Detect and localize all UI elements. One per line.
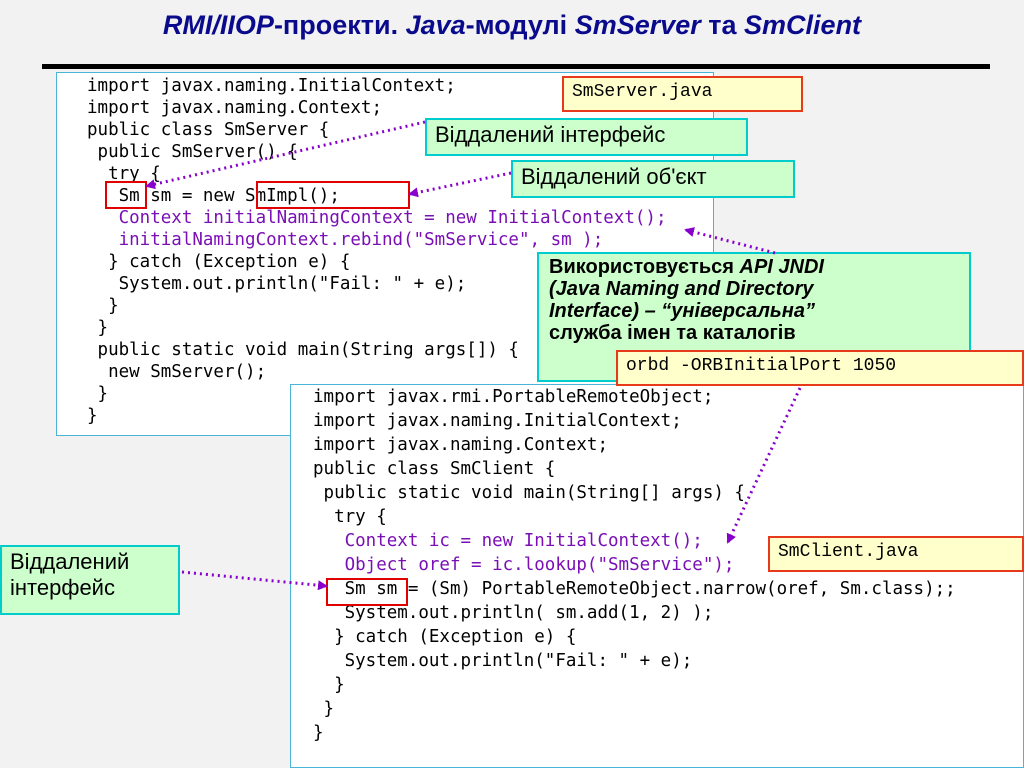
server-line-3: public class SmServer { [87, 120, 330, 140]
client-line-9: Sm sm = (Sm) PortableRemoteObject.narrow… [313, 579, 956, 599]
server-line-12: } [87, 318, 109, 338]
client-line-14: } [313, 699, 335, 719]
highlight-sm-sm-client [326, 578, 408, 606]
client-line-13: } [313, 675, 345, 695]
client-line-6: try { [313, 507, 387, 527]
client-line-2: import javax.naming.InitialContext; [313, 411, 682, 431]
jndi-text-uses: Використовується [549, 256, 740, 278]
smserver-filename-label: SmServer.java [562, 76, 803, 112]
client-line-8: Object oref = ic.lookup("SmService"); [313, 555, 735, 575]
client-line-10: System.out.println( sm.add(1, 2) ); [313, 603, 714, 623]
client-line-7: Context ic = new InitialContext(); [313, 531, 703, 551]
title-projects: -проекти. [273, 10, 406, 40]
remote-object-label: Віддалений об'єкт [511, 160, 795, 198]
server-line-10: System.out.println("Fail: " + e); [87, 274, 467, 294]
client-line-3: import javax.naming.Context; [313, 435, 609, 455]
jndi-text-line-1: Використовується API JNDI [549, 256, 959, 278]
client-line-4: public class SmClient { [313, 459, 556, 479]
client-line-11: } catch (Exception e) { [313, 627, 577, 647]
client-line-15: } [313, 723, 324, 743]
orbd-command-label: orbd -ORBInitialPort 1050 [616, 350, 1024, 386]
slide-title: RMI/IIOP-проекти. Java-модулі SmServer т… [0, 10, 1024, 41]
jndi-text-line-4: служба імен та каталогів [549, 322, 796, 344]
jndi-text-api: API JNDI [739, 256, 824, 278]
server-line-4: public SmServer() { [87, 142, 298, 162]
server-line-16: } [87, 406, 98, 426]
remote-interface-left-line-2: інтерфейс [10, 575, 115, 600]
server-line-8: initialNamingContext.rebind("SmService",… [87, 230, 604, 250]
title-rmi-iiop: RMI/IIOP [162, 10, 274, 40]
server-line-1: import javax.naming.InitialContext; [87, 76, 456, 96]
title-divider [42, 64, 990, 69]
smclient-filename-label: SmClient.java [768, 536, 1024, 572]
highlight-smimpl-server [256, 181, 410, 209]
title-smclient: SmClient [744, 10, 862, 40]
jndi-text-line-3: Interface) – “універсальна” [549, 300, 815, 322]
remote-interface-left-line-1: Віддалений [10, 549, 130, 574]
remote-interface-label-top: Віддалений інтерфейс [425, 118, 748, 156]
client-line-5: public static void main(String[] args) { [313, 483, 745, 503]
highlight-sm-type-server [105, 181, 147, 209]
server-line-13: public static void main(String args[]) { [87, 340, 519, 360]
client-line-12: System.out.println("Fail: " + e); [313, 651, 693, 671]
server-line-15: } [87, 384, 109, 404]
jndi-text-line-2: (Java Naming and Directory [549, 278, 814, 300]
server-line-2: import javax.naming.Context; [87, 98, 383, 118]
server-line-14: new SmServer(); [87, 362, 267, 382]
client-line-1: import javax.rmi.PortableRemoteObject; [313, 387, 714, 407]
title-java: Java [405, 10, 466, 40]
server-line-7: Context initialNamingContext = new Initi… [87, 208, 667, 228]
title-modules: -модулі [465, 10, 575, 40]
server-line-6: Sm sm = new SmImpl(); [87, 186, 340, 206]
title-and: та [700, 10, 745, 40]
server-line-9: } catch (Exception e) { [87, 252, 351, 272]
remote-interface-label-left: Віддалений інтерфейс [0, 545, 180, 615]
title-smserver: SmServer [574, 10, 701, 40]
server-line-11: } [87, 296, 119, 316]
smclient-code-panel: import javax.rmi.PortableRemoteObject; i… [290, 384, 1024, 768]
